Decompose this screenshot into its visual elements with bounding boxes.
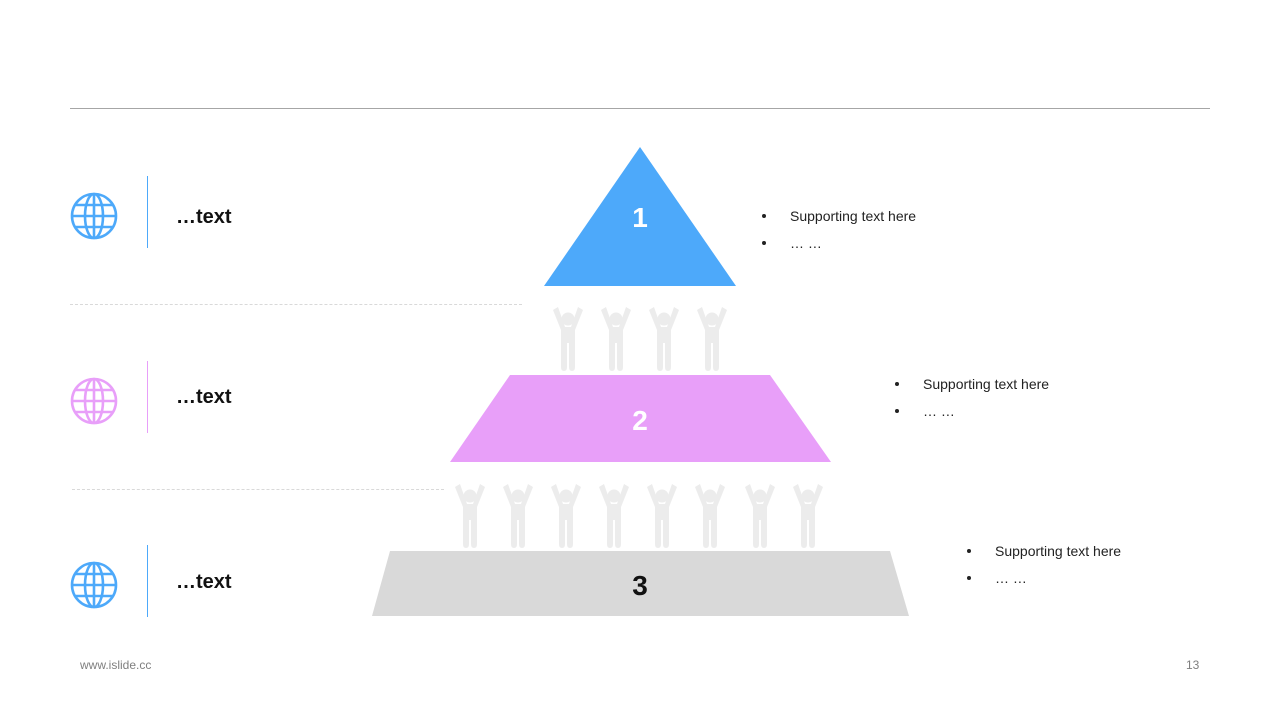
globe-icon	[70, 377, 118, 425]
row-label-2: …text	[176, 386, 232, 408]
bullet-item: … …	[893, 402, 1049, 429]
page-number: 13	[1186, 658, 1200, 672]
globe-icon-strokes	[70, 192, 118, 240]
support-figure	[697, 307, 727, 371]
support-figure	[503, 484, 533, 548]
bullet-item: Supporting text here	[965, 542, 1121, 569]
support-figure	[793, 484, 823, 548]
pyramid-level-1	[544, 147, 736, 286]
globe-icon	[70, 192, 118, 240]
footer-website: www.islide.cc	[80, 658, 152, 672]
globe-icon	[70, 561, 118, 609]
support-figures-upper	[553, 307, 727, 371]
notes-level-2: Supporting text here … …	[893, 375, 1049, 429]
support-figure	[695, 484, 725, 548]
support-figures-lower	[455, 484, 823, 548]
notes-level-3: Supporting text here … …	[965, 542, 1121, 596]
support-figure	[455, 484, 485, 548]
globe-icon-strokes	[70, 377, 118, 425]
row-label-3: …text	[176, 571, 232, 593]
row-separator-2	[72, 489, 444, 490]
bullet-item: … …	[965, 569, 1121, 596]
row-separator-1	[70, 304, 522, 305]
level-number-3: 3	[632, 570, 648, 601]
pyramid-level-2	[450, 375, 831, 462]
support-figure	[551, 484, 581, 548]
support-figure	[647, 484, 677, 548]
support-figure	[553, 307, 583, 371]
row-label-1: …text	[176, 206, 232, 228]
row-divider-2	[147, 361, 148, 433]
row-divider-1	[147, 176, 148, 248]
row-divider-3	[147, 545, 148, 617]
pyramid-level-3	[372, 551, 909, 616]
bullet-item: Supporting text here	[893, 375, 1049, 402]
support-figure	[599, 484, 629, 548]
level-number-2: 2	[632, 405, 648, 436]
globe-icon-strokes	[70, 561, 118, 609]
top-divider	[70, 108, 1210, 109]
bullet-item: Supporting text here	[760, 207, 916, 234]
support-figure	[601, 307, 631, 371]
support-figure	[745, 484, 775, 548]
level-number-1: 1	[632, 202, 648, 233]
support-figure	[649, 307, 679, 371]
bullet-item: … …	[760, 234, 916, 261]
notes-level-1: Supporting text here … …	[760, 207, 916, 261]
